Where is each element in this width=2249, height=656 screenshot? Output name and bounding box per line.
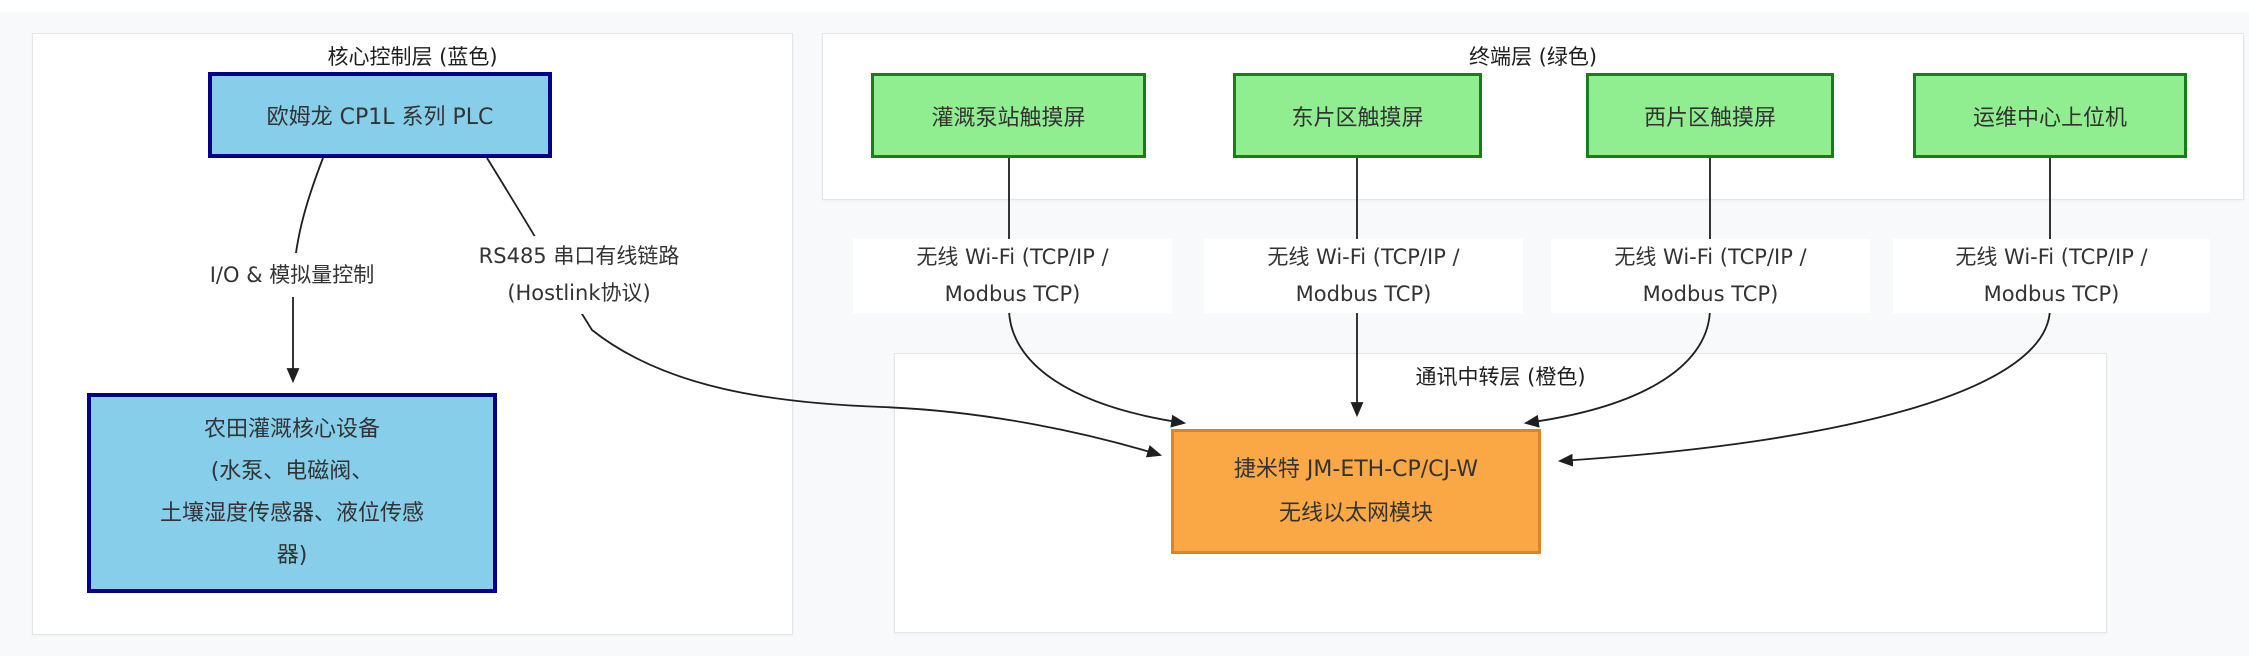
edge-label-line: 无线 Wi-Fi (TCP/IP / [916,245,1109,269]
edge-label-wifi-4: 无线 Wi-Fi (TCP/IP / Modbus TCP) [1893,239,2210,313]
node-ops-center-pc: 运维中心上位机 [1913,73,2187,158]
node-device-line: 农田灌溉核心设备 [203,417,380,442]
cluster-core-title: 核心控制层 (蓝色) [327,45,498,69]
node-module-line: 无线以太网模块 [1278,500,1433,526]
edge-label-line: Modbus TCP) [1642,282,1779,306]
node-device-line: (水泵、电磁阀、 [210,459,374,484]
top-strip [0,0,2249,12]
node-pump-station-touchscreen: 灌溉泵站触摸屏 [871,73,1146,158]
edge-label-rs485: RS485 串口有线链路 (Hostlink协议) [445,236,713,314]
node-device-line: 土壤湿度传感器、液位传感 [159,501,424,526]
node-hmi4-label: 运维中心上位机 [1972,105,2127,131]
node-plc: 欧姆龙 CP1L 系列 PLC [208,72,552,158]
edge-label-line: Modbus TCP) [944,282,1081,306]
edge-label-line: 无线 Wi-Fi (TCP/IP / [1267,245,1460,269]
edge-label-line: Modbus TCP) [1295,282,1432,306]
node-device-line: 器) [276,543,308,568]
edge-ops-pc-to-module [1557,158,2051,467]
cluster-relay-title: 通讯中转层 (橙色) [1415,365,1586,389]
node-west-area-touchscreen: 西片区触摸屏 [1586,73,1834,158]
edge-label-wifi-3: 无线 Wi-Fi (TCP/IP / Modbus TCP) [1551,239,1870,313]
edge-hmi-pump-to-module [1008,158,1187,428]
edge-label-line: 无线 Wi-Fi (TCP/IP / [1614,245,1807,269]
node-irrigation-devices: 农田灌溉核心设备 (水泵、电磁阀、 土壤湿度传感器、液位传感 器) [87,393,497,593]
node-wireless-ethernet-module: 捷米特 JM-ETH-CP/CJ-W 无线以太网模块 [1171,429,1541,554]
cluster-terminal-title: 终端层 (绿色) [1468,45,1598,69]
node-hmi1-label: 灌溉泵站触摸屏 [931,105,1086,131]
edge-label-io-control: I/O & 模拟量控制 [186,253,398,297]
node-plc-label: 欧姆龙 CP1L 系列 PLC [266,105,494,130]
node-hmi3-label: 西片区触摸屏 [1643,105,1776,131]
node-module-line: 捷米特 JM-ETH-CP/CJ-W [1233,456,1479,482]
node-hmi2-label: 东片区触摸屏 [1291,105,1424,131]
edge-label-line: (Hostlink协议) [507,281,651,305]
edge-label-wifi-1: 无线 Wi-Fi (TCP/IP / Modbus TCP) [853,239,1172,313]
node-east-area-touchscreen: 东片区触摸屏 [1233,73,1482,158]
edge-label-line: I/O & 模拟量控制 [209,262,375,287]
edge-label-wifi-2: 无线 Wi-Fi (TCP/IP / Modbus TCP) [1204,239,1523,313]
edge-hmi-west-to-module [1523,158,1711,428]
edge-label-line: RS485 串口有线链路 [478,244,680,268]
edge-label-line: Modbus TCP) [1983,282,2120,306]
edge-label-line: 无线 Wi-Fi (TCP/IP / [1955,245,2148,269]
